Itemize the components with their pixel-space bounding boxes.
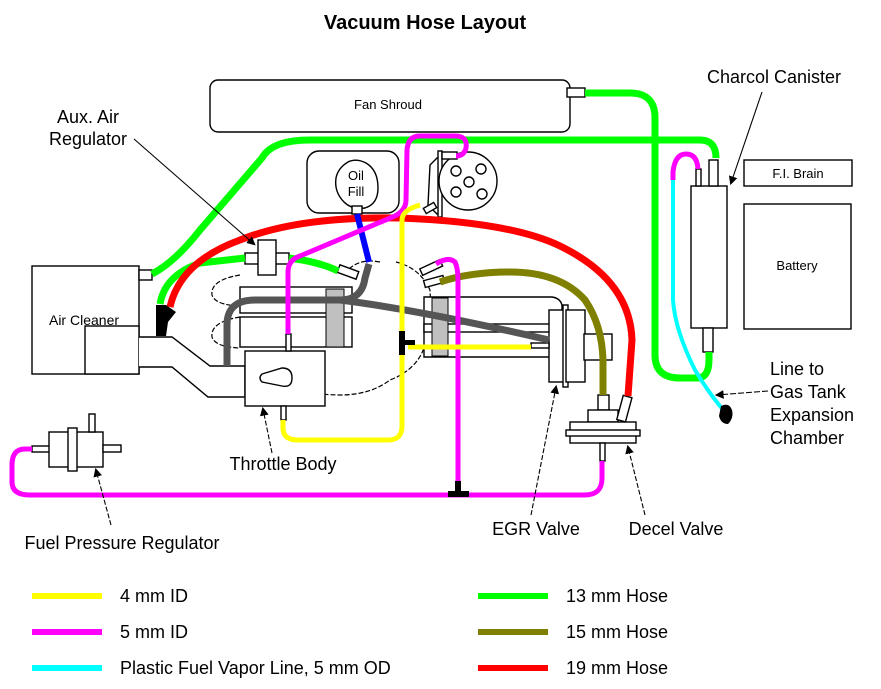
aux-air-regulator (244, 239, 290, 276)
legend-swatch-13mm (478, 593, 548, 599)
expansion-chamber-cap (719, 404, 733, 424)
legend-swatch-19mm (478, 665, 548, 671)
callout-aux-air-regulator: Aux. Air Regulator (49, 107, 256, 246)
diagram-title: Vacuum Hose Layout (324, 12, 527, 34)
charcoal-canister (690, 159, 728, 353)
battery-label: Battery (776, 258, 818, 273)
legend-item: 15 mm Hose (478, 622, 668, 642)
svg-text:19 mm Hose: 19 mm Hose (566, 658, 668, 678)
hose-green-aircleaner-to-canister (150, 136, 720, 278)
hose-blue (354, 213, 372, 263)
legend-swatch-vapor-line (32, 665, 102, 671)
callout-charcoal-canister: Charcol Canister (707, 67, 841, 186)
svg-text:Line to: Line to (770, 359, 824, 379)
legend-item: 19 mm Hose (478, 658, 668, 678)
hose-5mm-magenta (9, 133, 701, 498)
hose-15mm-olive (438, 268, 607, 395)
svg-text:Fuel Pressure Regulator: Fuel Pressure Regulator (24, 533, 219, 553)
hose-yellow-throttle-loop (280, 202, 421, 443)
hose-magenta-canister (670, 151, 701, 180)
air-cleaner-y-fitting (156, 305, 176, 336)
svg-text:Expansion: Expansion (770, 405, 854, 425)
battery: Battery (743, 203, 852, 330)
svg-text:Decel Valve: Decel Valve (629, 519, 724, 539)
air-cleaner: Air Cleaner (31, 265, 153, 375)
legend-item: 13 mm Hose (478, 586, 668, 606)
legend-item: 4 mm ID (32, 586, 188, 606)
hose-vapor-cyan (671, 180, 727, 414)
callout-decel-valve: Decel Valve (625, 444, 724, 539)
svg-text:EGR Valve: EGR Valve (492, 519, 580, 539)
legend-swatch-4mm (32, 593, 102, 599)
hose-magenta-fpr-to-decel (9, 446, 605, 498)
hose-green-fan-to-canister (585, 89, 713, 382)
legend-swatch-5mm (32, 629, 102, 635)
oil-fill: Oil Fill (306, 150, 400, 215)
fan-shroud-label: Fan Shroud (354, 97, 422, 112)
fi-brain: F.I. Brain (743, 159, 853, 187)
svg-text:5 mm ID: 5 mm ID (120, 622, 188, 642)
oil-fill-label-line2: Fill (348, 184, 365, 199)
svg-text:13 mm Hose: 13 mm Hose (566, 586, 668, 606)
svg-text:Gas Tank: Gas Tank (770, 382, 847, 402)
hose-gray (223, 263, 550, 366)
yellow-tee-fitting (399, 331, 405, 355)
svg-text:Regulator: Regulator (49, 129, 127, 149)
svg-text:Throttle Body: Throttle Body (229, 454, 336, 474)
callout-gas-tank-line: Line to Gas Tank Expansion Chamber (714, 359, 854, 448)
black-fittings (156, 305, 733, 497)
fan-shroud: Fan Shroud (209, 79, 586, 133)
svg-text:4 mm ID: 4 mm ID (120, 586, 188, 606)
distributor (422, 150, 498, 218)
svg-text:Plastic Fuel Vapor Line, 5 mm: Plastic Fuel Vapor Line, 5 mm OD (120, 658, 391, 678)
svg-text:Chamber: Chamber (770, 428, 844, 448)
throttle-body (244, 333, 326, 421)
air-cleaner-label: Air Cleaner (49, 312, 119, 328)
magenta-tee-fitting (448, 491, 469, 497)
egr-valve (548, 304, 613, 388)
legend-swatch-15mm (478, 629, 548, 635)
left-intake-runners (239, 286, 353, 348)
legend: 4 mm ID 5 mm ID Plastic Fuel Vapor Line,… (32, 586, 668, 678)
callout-throttle-body: Throttle Body (229, 406, 337, 474)
hose-4mm-yellow (280, 202, 531, 443)
svg-text:Aux. Air: Aux. Air (57, 107, 119, 127)
callout-egr-valve: EGR Valve (492, 384, 580, 539)
hose-magenta-throttle-to-distributor (285, 133, 469, 334)
legend-item: 5 mm ID (32, 622, 188, 642)
hose-magenta-plenum-to-tee (434, 256, 461, 495)
fuel-pressure-regulator (31, 413, 122, 472)
callout-fuel-pressure-regulator: Fuel Pressure Regulator (24, 467, 220, 553)
svg-text:15 mm Hose: 15 mm Hose (566, 622, 668, 642)
svg-text:Charcol Canister: Charcol Canister (707, 67, 841, 87)
fi-brain-label: F.I. Brain (772, 166, 823, 181)
decel-valve (565, 394, 641, 462)
oil-fill-label-line1: Oil (348, 168, 364, 183)
legend-item: Plastic Fuel Vapor Line, 5 mm OD (32, 658, 391, 678)
